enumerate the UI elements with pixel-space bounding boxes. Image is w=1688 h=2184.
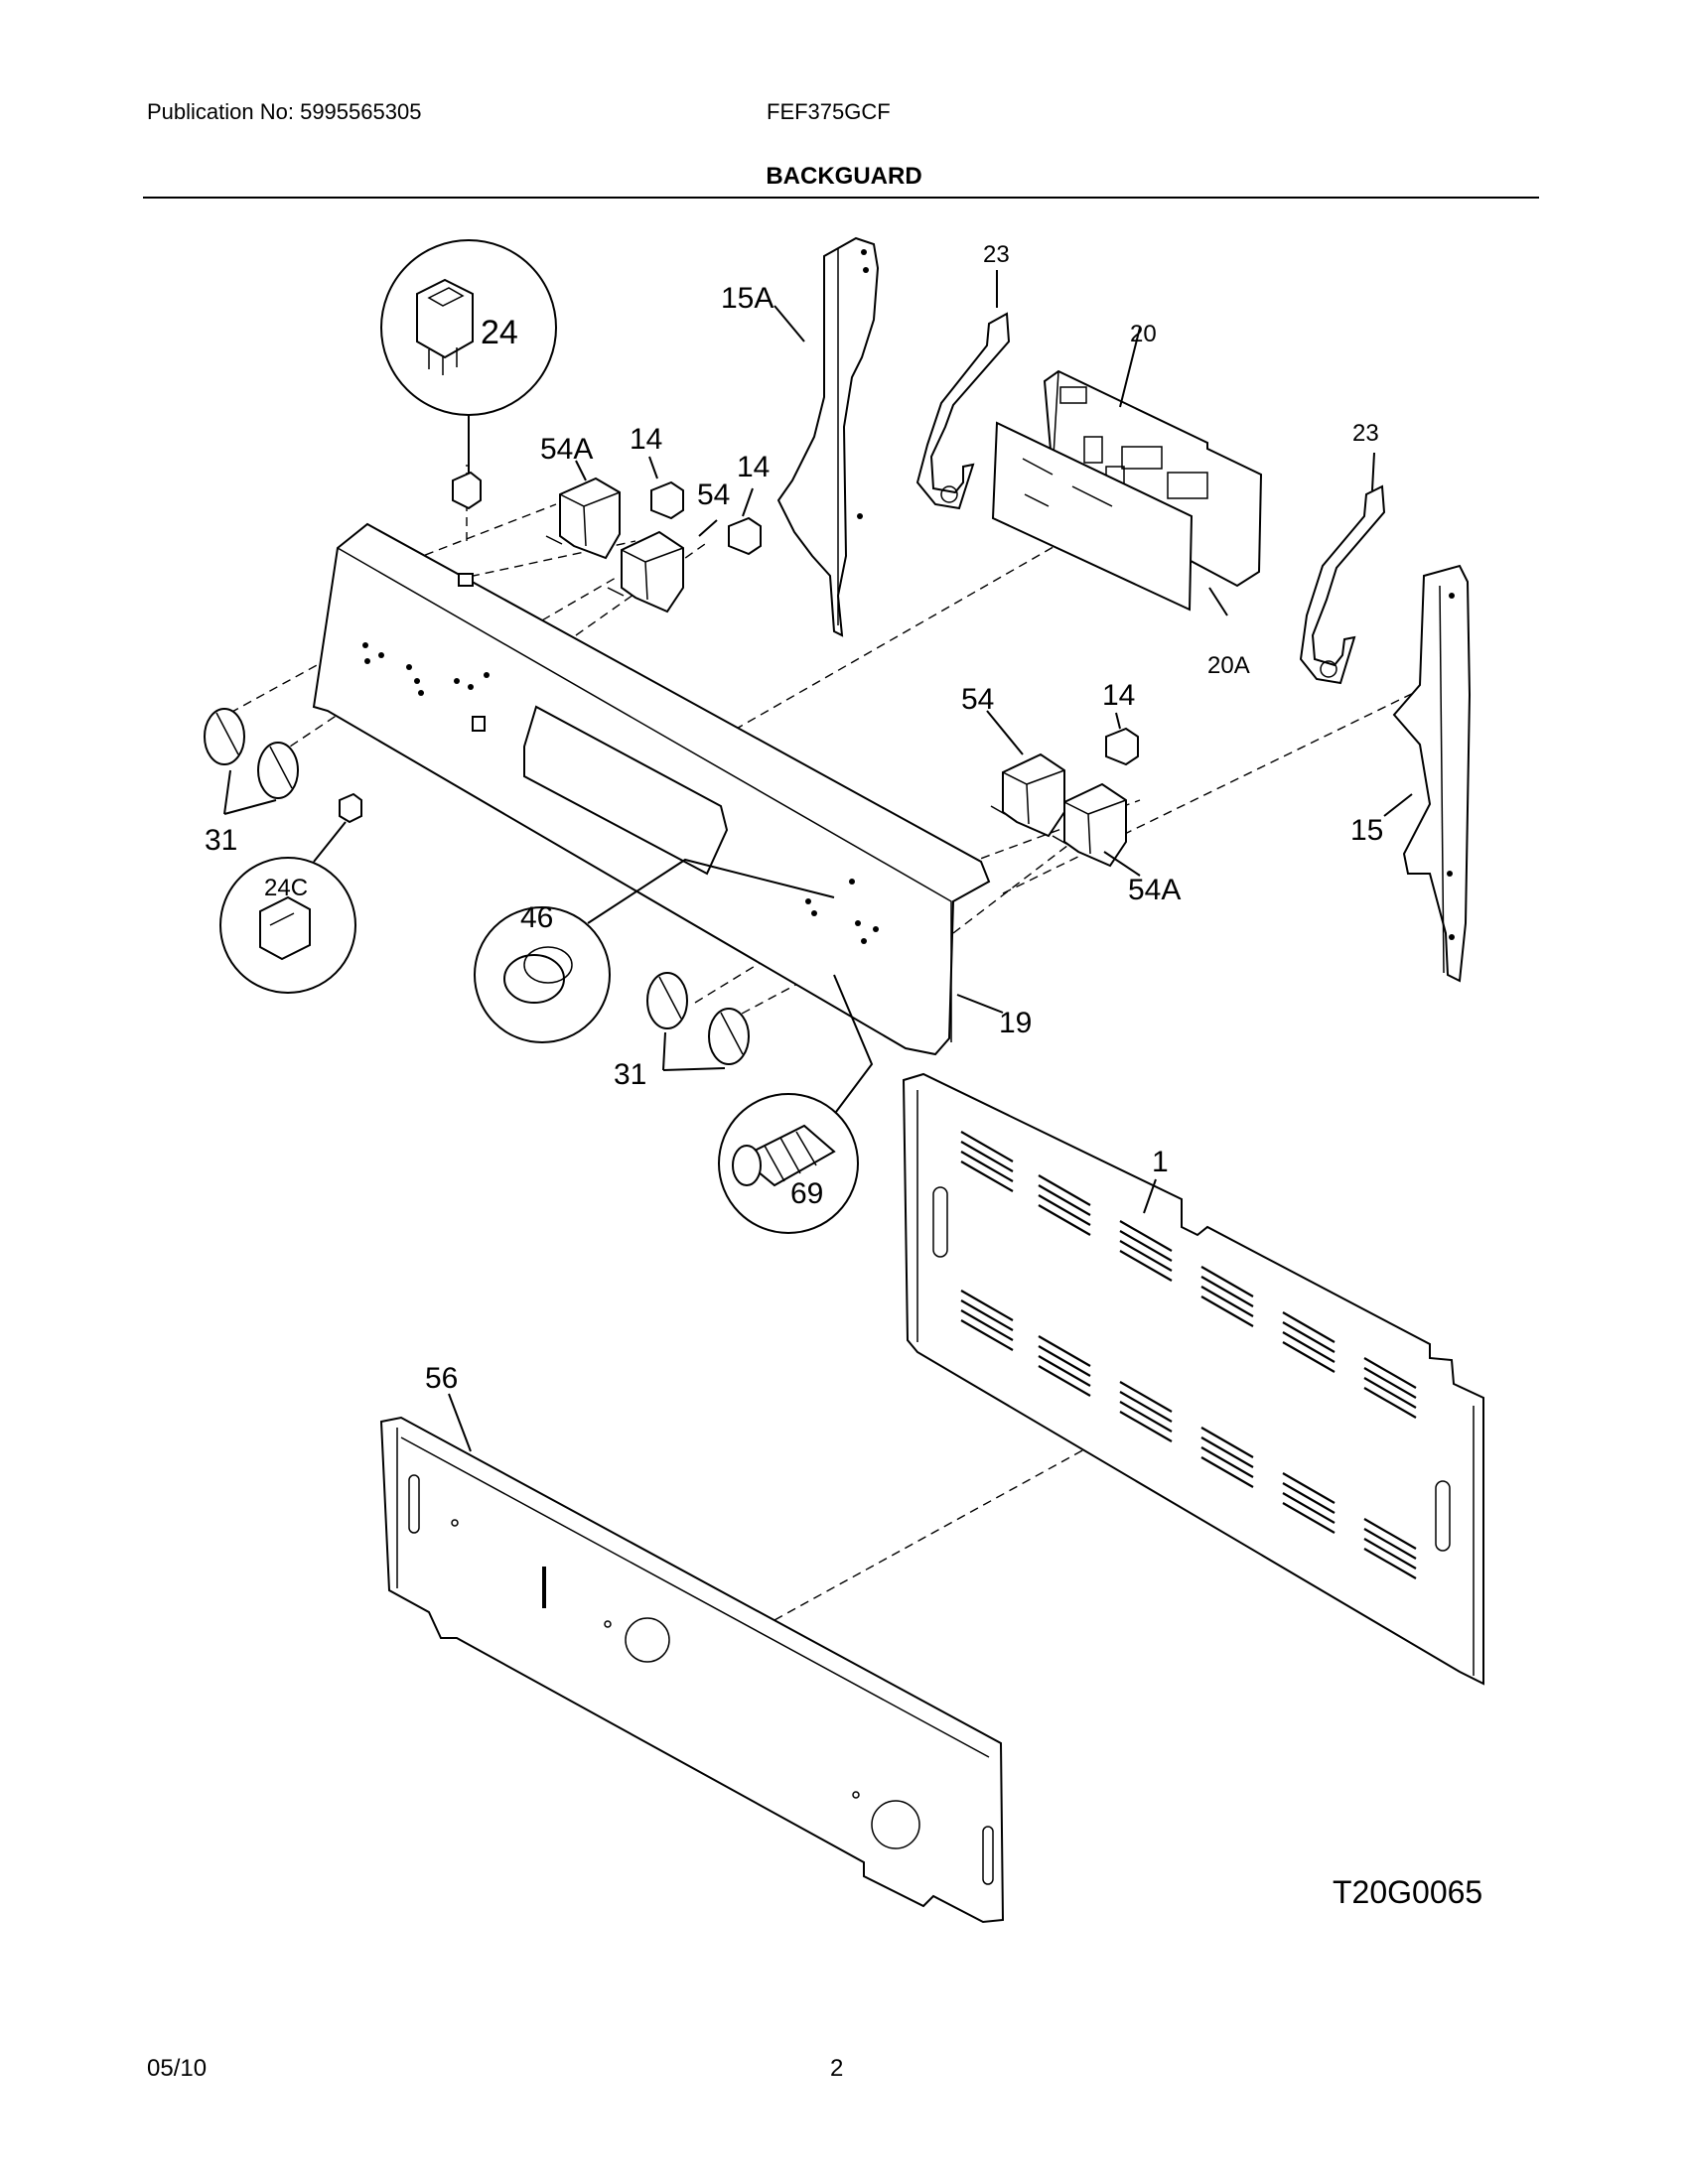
callout-15a: 15A (721, 282, 774, 315)
part-46-detail (474, 858, 835, 1043)
part-15-end-cap (1392, 564, 1472, 983)
callout-15: 15 (1350, 814, 1383, 847)
callout-24c: 24C (264, 875, 308, 901)
part-23-bracket-upper (915, 312, 1011, 510)
part-31-knob-right-a (646, 972, 688, 1029)
part-19-control-panel (312, 522, 991, 1056)
callout-14-upper-a: 14 (630, 423, 662, 456)
part-31-knob-right-b (708, 1008, 750, 1065)
part-54a-switch-lower (1052, 782, 1127, 868)
page-title: BACKGUARD (766, 163, 922, 190)
callout-24: 24 (481, 314, 518, 351)
callout-56: 56 (425, 1362, 458, 1395)
part-14-switch-upper-b (728, 516, 762, 556)
part-15a-end-cap (776, 236, 880, 637)
callout-54a-upper: 54A (540, 433, 593, 466)
part-31-knob-left-a (204, 708, 245, 765)
callout-31-left: 31 (205, 824, 237, 857)
callout-54-lower: 54 (961, 683, 994, 716)
footer-date: 05/10 (147, 2055, 208, 2082)
part-14-switch-lower (1105, 727, 1139, 766)
callout-labels: 15A 23 20 23 20A 24 54A 14 54 14 54 14 1… (205, 241, 1383, 1395)
callout-20a: 20A (1207, 652, 1250, 679)
title-rule (143, 197, 1539, 199)
callout-69: 69 (790, 1177, 823, 1210)
part-56-trim (379, 1416, 1005, 1924)
part-31-knob-left-b (257, 742, 299, 799)
callout-31-right: 31 (614, 1058, 646, 1091)
model-number: FEF375GCF (767, 99, 891, 124)
rear-panel-louvers (960, 1131, 1417, 1579)
callout-46: 46 (520, 901, 553, 934)
publication-number: Publication No: 5995565305 (147, 99, 422, 124)
page-number: 2 (830, 2055, 844, 2082)
part-20a-overlay (991, 421, 1194, 612)
callout-54a-lower: 54A (1128, 874, 1181, 906)
part-54-switch-lower (990, 752, 1065, 838)
part-23-bracket-lower (1299, 484, 1386, 685)
callout-23-lower: 23 (1352, 420, 1379, 447)
callout-14-upper-b: 14 (737, 451, 770, 483)
part-54-switch-upper (607, 530, 684, 614)
callout-leaders (223, 270, 1413, 1452)
part-24c-detail (219, 792, 362, 994)
callout-14-lower: 14 (1102, 679, 1135, 712)
callout-23-upper: 23 (983, 241, 1010, 268)
part-54a-switch-upper (545, 477, 621, 560)
callout-1: 1 (1152, 1146, 1169, 1178)
part-69-detail (718, 974, 874, 1234)
part-14-switch-upper-a (650, 480, 684, 520)
callout-20: 20 (1130, 321, 1157, 347)
part-1-rear-panel (902, 1072, 1484, 1686)
callout-54-upper: 54 (697, 478, 730, 511)
callout-19: 19 (999, 1007, 1032, 1039)
part-24-detail (380, 239, 557, 510)
figure-code: T20G0065 (1333, 1874, 1483, 1910)
